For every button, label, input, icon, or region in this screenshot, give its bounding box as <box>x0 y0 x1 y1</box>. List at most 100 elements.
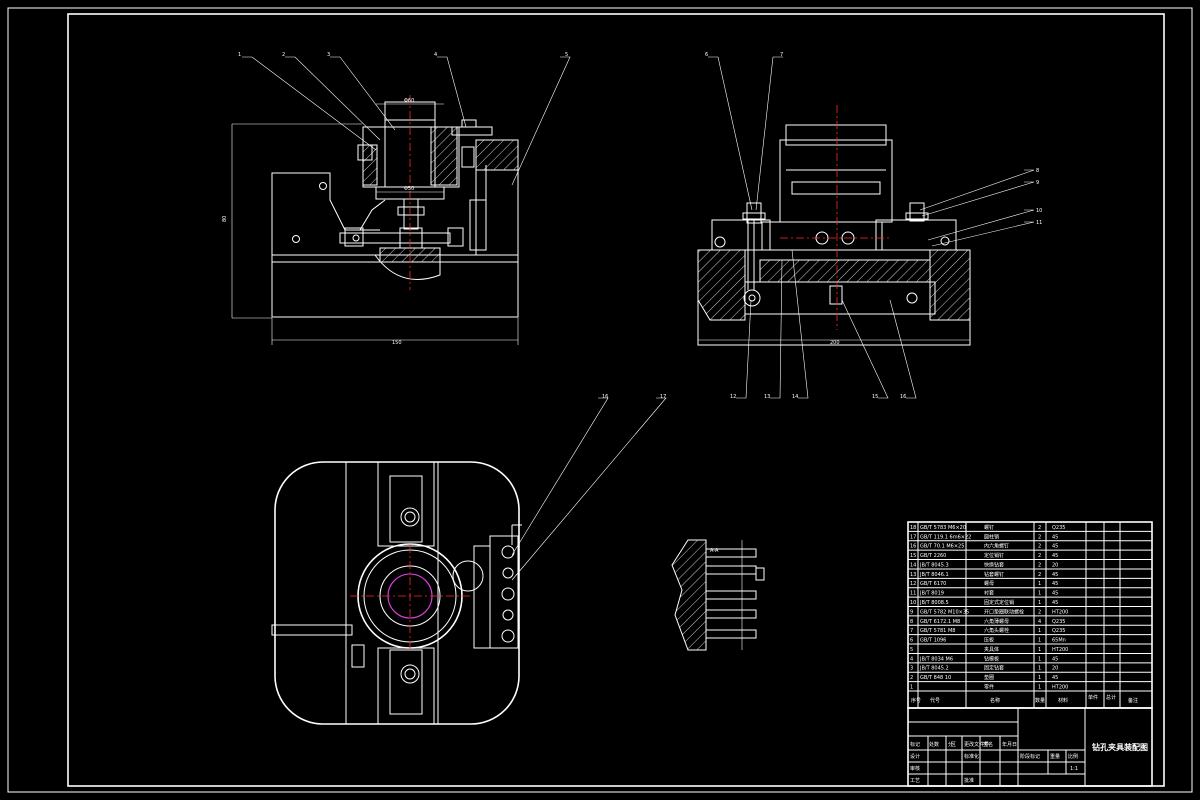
side-leader-16: 16 <box>900 394 906 400</box>
bom-cell-mat: Q235 <box>1052 525 1065 531</box>
bom-cell-code: JB/T 8046.1 <box>919 572 949 578</box>
bom-cell-qty: 2 <box>1038 609 1041 615</box>
bom-cell-mat: 45 <box>1052 544 1058 550</box>
bom-cell-qty: 2 <box>1038 572 1041 578</box>
plan-view <box>271 397 667 725</box>
bom-cell-mat: HT200 <box>1052 685 1068 691</box>
title-row-part: 分 <box>948 741 953 748</box>
bom-cell-mat: 45 <box>1052 553 1058 559</box>
bom-cell-no: 11 <box>910 591 916 597</box>
bom-cell-code: JB/T 8008.5 <box>919 600 949 606</box>
bom-cell-code: GB/T 119.1 6m6×22 <box>920 534 971 540</box>
title-row-count: 处数 <box>929 741 939 748</box>
title-scale-value: 1:1 <box>1070 766 1078 772</box>
plan-leader-17: 17 <box>660 394 666 400</box>
title-block <box>907 707 1153 787</box>
front-leader-2: 2 <box>282 52 285 58</box>
bom-cell-no: 13 <box>910 572 916 578</box>
diameter-top-label: Φ60 <box>404 98 414 104</box>
bom-header-no: 序号 <box>911 697 921 704</box>
bom-cell-mat: 45 <box>1052 572 1058 578</box>
side-leader-6: 6 <box>705 52 708 58</box>
bom-cell-no: 7 <box>910 628 913 634</box>
diameter-bottom-label: Φ50 <box>404 186 414 192</box>
bom-cell-no: 4 <box>910 656 913 662</box>
bom-cell-name: 快换钻套 <box>984 561 1004 568</box>
side-leader-15: 15 <box>872 394 878 400</box>
bom-cell-mat: 45 <box>1052 675 1058 681</box>
bom-cell-qty: 1 <box>1038 656 1041 662</box>
bom-cell-qty: 1 <box>1038 628 1041 634</box>
bom-cell-code: GB/T 2260 <box>920 553 946 559</box>
bom-cell-name: 定位销钉 <box>984 552 1004 559</box>
sheet-inner-border <box>67 13 1165 787</box>
bom-cell-no: 18 <box>910 525 916 531</box>
bom-cell-mat: 20 <box>1052 562 1058 568</box>
bom-cell-code: GB/T 1096 <box>920 638 946 644</box>
bom-cell-qty: 1 <box>1038 581 1041 587</box>
bom-cell-name: 六角头螺栓 <box>984 627 1009 634</box>
bom-header-code: 代号 <box>930 697 940 704</box>
plan-leader-16: 16 <box>602 394 608 400</box>
bom-cell-name: 固定钻套 <box>984 665 1004 672</box>
bom-cell-mat: HT200 <box>1052 647 1068 653</box>
bom-cell-name: 压板 <box>984 637 994 644</box>
side-leader-9: 9 <box>1036 180 1039 186</box>
side-leader-11: 11 <box>1036 220 1042 226</box>
bom-cell-code: JB/T 8034 M6 <box>919 656 953 662</box>
bom-header-unit: 单件 <box>1088 694 1098 701</box>
title-scale-label: 比例 <box>1068 753 1078 760</box>
title-weight-label: 重量 <box>1050 753 1060 760</box>
side-leader-8: 8 <box>1036 168 1039 174</box>
bom-cell-name: 零件 <box>984 684 994 691</box>
side-leader-10: 10 <box>1036 208 1042 214</box>
bom-cell-no: 3 <box>910 666 913 672</box>
bom-cell-name: 螺钉 <box>984 524 994 531</box>
side-view <box>697 56 1035 399</box>
bom-cell-qty: 1 <box>1038 591 1041 597</box>
bom-cell-no: 9 <box>910 609 913 615</box>
bom-cell-qty: 1 <box>1038 647 1041 653</box>
side-width-dimension: 200 <box>830 340 840 346</box>
bom-header-name: 名称 <box>990 697 1000 704</box>
title-stage-label: 阶段标记 <box>1020 753 1040 760</box>
bom-cell-no: 14 <box>910 562 916 568</box>
bom-cell-name: 内六角螺钉 <box>984 543 1009 550</box>
bom-cell-no: 2 <box>910 675 913 681</box>
bom-header-qty: 数量 <box>1035 697 1045 704</box>
title-row-zone: 区 <box>951 742 956 748</box>
title-process-label: 工艺 <box>910 778 920 784</box>
bom-cell-mat: 65Mn <box>1052 638 1066 644</box>
title-approve-label: 批准 <box>964 777 974 784</box>
bom-cell-mat: 45 <box>1052 656 1058 662</box>
detail-label: A-A <box>710 548 719 554</box>
front-leader-3: 3 <box>327 52 330 58</box>
bom-cell-no: 17 <box>910 534 916 540</box>
bom-cell-no: 15 <box>910 553 916 559</box>
bom-cell-no: 8 <box>910 619 913 625</box>
sheet-outer-border <box>7 7 1193 793</box>
bom-cell-code: GB/T 848 10 <box>920 675 951 681</box>
bom-cell-no: 5 <box>910 647 913 653</box>
bom-cell-qty: 2 <box>1038 544 1041 550</box>
bom-cell-name: 垫圈 <box>984 674 994 681</box>
title-row-date: 年月日 <box>1002 741 1017 748</box>
bom-cell-no: 16 <box>910 544 916 550</box>
side-leader-14: 14 <box>792 394 798 400</box>
bom-cell-name: 六角薄螺母 <box>984 618 1009 625</box>
front-leader-1: 1 <box>238 52 241 58</box>
bom-cell-name: 衬套 <box>984 590 994 597</box>
bom-cell-code: GB/T 6170 <box>920 581 946 587</box>
side-leader-7: 7 <box>780 52 783 58</box>
bom-cell-qty: 2 <box>1038 553 1041 559</box>
bom-cell-mat: 45 <box>1052 581 1058 587</box>
bom-cell-name: 圆柱销 <box>984 533 999 540</box>
title-check-label: 审核 <box>910 765 920 772</box>
bom-cell-no: 12 <box>910 581 916 587</box>
bom-cell-qty: 4 <box>1038 619 1041 625</box>
title-row-change: 更改文件号 <box>964 741 989 748</box>
bom-cell-no: 1 <box>910 685 913 691</box>
bom-cell-code: GB/T 5781 M8 <box>920 628 955 634</box>
side-leader-13: 13 <box>764 394 770 400</box>
